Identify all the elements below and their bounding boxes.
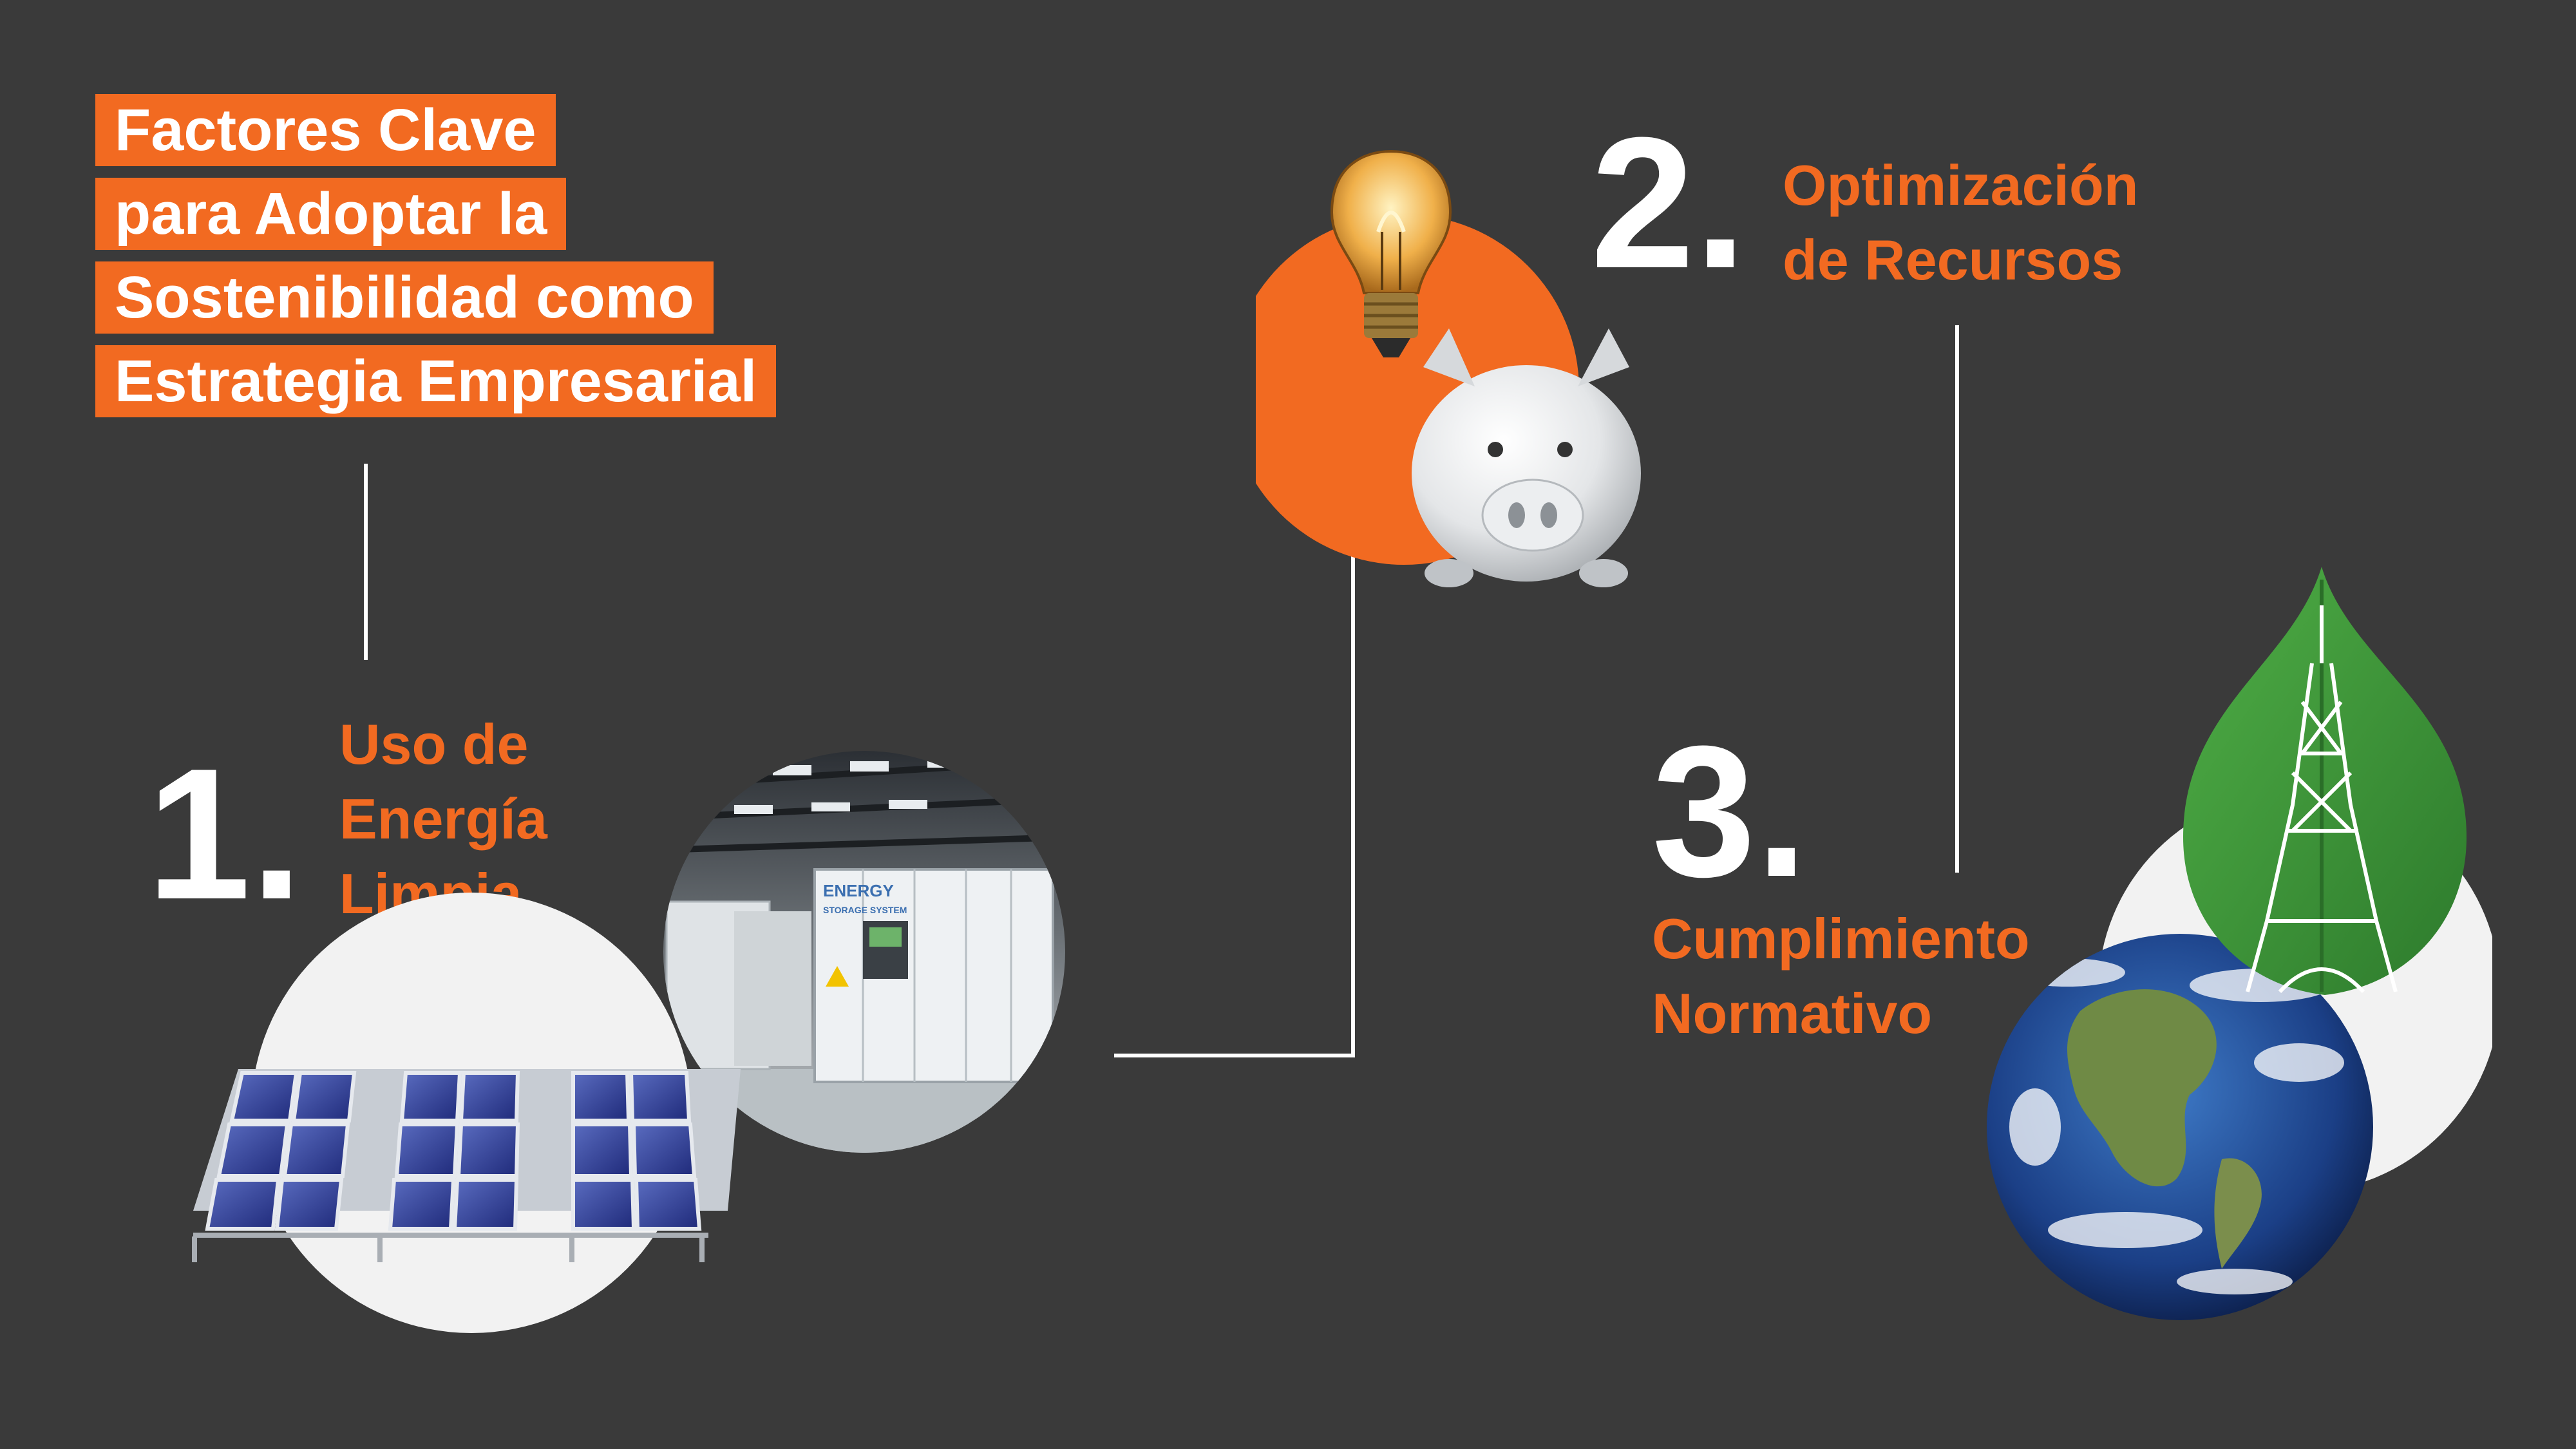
container-label-line-2: STORAGE SYSTEM — [823, 905, 907, 915]
leaf-eiffel-tower-icon — [2183, 567, 2467, 995]
container-label-line-1: ENERGY — [823, 881, 894, 900]
factor-3-label: Cumplimiento Normativo — [1652, 902, 2030, 1051]
solar-panel-icon — [192, 1069, 741, 1262]
factor-1-number: 1. — [147, 730, 303, 938]
factor-3-illustration — [1987, 567, 2492, 1320]
factor-2-label-line-1: Optimización — [1783, 153, 2139, 217]
factor-1-illustration: ENERGY STORAGE SYSTEM — [192, 751, 1065, 1333]
factor-3-number: 3. — [1652, 707, 1808, 916]
factor-1-label-line-1: Uso de — [339, 712, 529, 776]
title-line-2: para Adoptar la — [95, 178, 567, 250]
factor-2-label: Optimización de Recursos — [1783, 148, 2139, 298]
connector-title-to-factor-1 — [364, 464, 368, 660]
piggy-bank-icon — [1412, 328, 1641, 587]
connector-factor-2-to-factor-3 — [1955, 325, 1959, 873]
factor-1-label-line-2: Energía — [339, 787, 547, 851]
connector-factor-1-to-factor-2 — [1351, 444, 1355, 1057]
factor-2-number: 2. — [1591, 99, 1747, 307]
title-line-3: Sostenibilidad como — [95, 261, 714, 334]
earth-globe-icon — [1987, 934, 2373, 1320]
connector-factor-1-horizontal — [1114, 1054, 1355, 1057]
factor-2-label-line-2: de Recursos — [1783, 228, 2123, 292]
title-line-4: Estrategia Empresarial — [95, 345, 777, 417]
title-line-1: Factores Clave — [95, 94, 556, 166]
factor-1-label: Uso de Energía Limpia — [339, 707, 547, 931]
light-bulb-icon — [1330, 149, 1452, 357]
factor-3-label-line-1: Cumplimiento — [1652, 907, 2030, 971]
factor-3-label-line-2: Normativo — [1652, 981, 1933, 1045]
factor-2-illustration — [1256, 149, 1641, 587]
